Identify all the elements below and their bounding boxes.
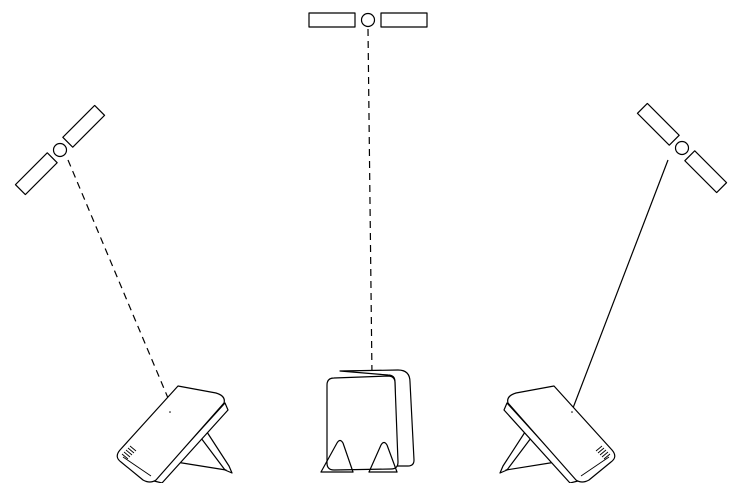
receiver-front-panel xyxy=(507,385,616,483)
satellite-left xyxy=(14,104,106,196)
receiver-indicator xyxy=(169,411,171,413)
receiver-vent xyxy=(580,445,611,477)
solar-panel-left xyxy=(14,152,58,196)
signal-link-center xyxy=(367,28,373,377)
receiver-front-panel xyxy=(116,385,225,483)
satellite-center xyxy=(308,12,428,28)
solar-panel-right xyxy=(62,104,106,148)
receiver-front-panel xyxy=(326,375,399,471)
receiver-center xyxy=(320,369,415,473)
solar-panel-right xyxy=(380,12,428,28)
stand-foot xyxy=(505,461,557,471)
satellite-body xyxy=(360,12,376,28)
signal-link-left xyxy=(67,159,169,399)
solar-panel-right xyxy=(684,150,728,194)
satellite-body xyxy=(674,140,690,156)
signal-link-right xyxy=(572,159,669,409)
receiver-vent xyxy=(121,445,152,477)
solar-panel-left xyxy=(636,102,680,146)
satellite-body xyxy=(52,142,68,158)
receiver-indicator xyxy=(571,411,573,413)
receiver-stand xyxy=(320,439,354,473)
stand-foot xyxy=(175,461,227,471)
solar-panel-left xyxy=(308,12,356,28)
satellite-right xyxy=(636,102,728,194)
receiver-left xyxy=(116,385,233,483)
receiver-stand-back xyxy=(368,441,398,473)
receiver-right xyxy=(499,385,616,483)
